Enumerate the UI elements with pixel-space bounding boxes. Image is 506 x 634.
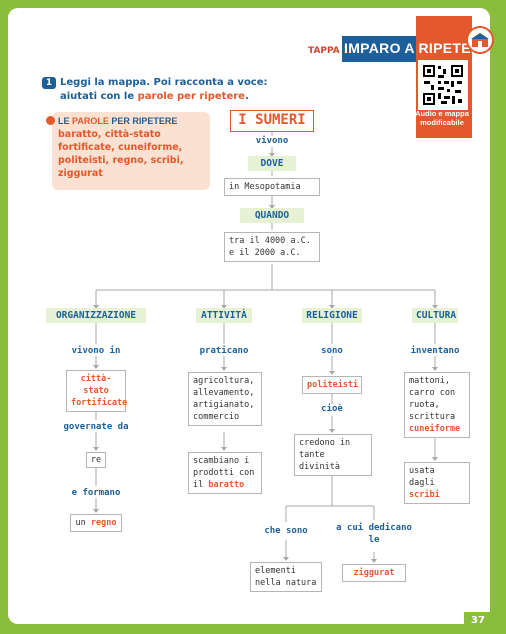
box-regno-a: un xyxy=(75,518,91,528)
parole-title: LE PAROLE PER RIPETERE xyxy=(58,116,178,126)
box-baratto: scambiano i prodotti con il baratto xyxy=(188,452,262,494)
box-mattoni-a: mattoni, carro con ruota, scrittura xyxy=(409,376,456,422)
box-mattoni: mattoni, carro con ruota, scrittura cune… xyxy=(404,372,470,438)
instruction-line1: Leggi la mappa. Poi racconta a voce: xyxy=(60,77,268,88)
box-regno-b: regno xyxy=(90,518,117,528)
instruction-end: . xyxy=(244,91,249,102)
label-attivita: ATTIVITÀ xyxy=(196,308,252,323)
label-religione: RELIGIONE xyxy=(302,308,362,323)
qr-caption: Audio e mappa modificabile xyxy=(415,109,469,127)
verb-inventano: inventano xyxy=(410,346,460,356)
box-elementi: elementi nella natura xyxy=(250,562,322,592)
box-divinita: credono in tante divinità xyxy=(294,434,372,476)
box-baratto-b: baratto xyxy=(208,480,245,490)
page: TAPPA 1 IMPARO A RIPETERE Audio e mappa … xyxy=(8,8,490,624)
bullet-icon xyxy=(46,116,55,125)
parole-per-ripetere-box: LE PAROLE PER RIPETERE baratto, città-st… xyxy=(46,112,210,190)
box-scribi-a: usata dagli xyxy=(409,466,435,488)
instruction-highlight: parole per ripetere xyxy=(137,91,245,102)
map-title: I SUMERI xyxy=(230,110,314,132)
page-number: 37 xyxy=(464,612,492,630)
instruction: 1 Leggi la mappa. Poi racconta a voce: ai… xyxy=(42,76,382,104)
label-dove: DOVE xyxy=(248,156,296,171)
box-citta-stato-line1: città-stato xyxy=(80,374,112,396)
label-organizzazione: ORGANIZZAZIONE xyxy=(46,308,146,323)
verb-che-sono: che sono xyxy=(264,526,308,536)
instruction-line2: aiutati con le xyxy=(60,91,138,102)
box-regno: un regno xyxy=(70,514,122,532)
header-title-part1: IMPARO A xyxy=(344,40,419,56)
box-dove: in Mesopotamia xyxy=(224,178,320,196)
verb-governate-da: governate da xyxy=(63,422,129,432)
box-politeisti: politeisti xyxy=(302,376,362,394)
tappa-label: TAPPA 1 xyxy=(308,46,350,56)
box-citta-stato: città-stato fortificate xyxy=(66,370,128,412)
verb-cioe: cioè xyxy=(321,404,343,414)
verb-praticano: praticano xyxy=(199,346,249,356)
box-mattoni-b: cuneiforme xyxy=(409,424,461,434)
box-ziggurat: ziggurat xyxy=(342,564,406,582)
box-quando-line2: e il 2000 a.C. xyxy=(229,248,301,258)
box-re: re xyxy=(86,452,106,468)
box-scribi: usata dagli scribi xyxy=(404,462,470,504)
box-baratto-a: scambiano i prodotti con il xyxy=(193,456,255,490)
box-quando: tra il 4000 a.C. e il 2000 a.C. xyxy=(224,232,320,262)
verb-vivono: vivono xyxy=(255,136,289,146)
instruction-number: 1 xyxy=(42,77,56,89)
box-ziggurat-text: ziggurat xyxy=(353,568,395,578)
box-scribi-b: scribi xyxy=(409,490,440,500)
box-quando-line1: tra il 4000 a.C. xyxy=(229,236,311,246)
qr-code-icon[interactable] xyxy=(418,60,468,110)
box-citta-stato-line2: fortificate xyxy=(71,398,128,408)
verb-a-cui-dedicano: a cui dedicano le xyxy=(336,523,412,545)
parole-words: baratto, città-stato fortificate, cuneif… xyxy=(58,129,184,179)
label-quando: QUANDO xyxy=(240,208,304,223)
publisher-logo xyxy=(466,26,494,54)
verb-vivono-in: vivono in xyxy=(71,346,121,356)
box-politeisti-text: politeisti xyxy=(307,380,359,390)
label-cultura: CULTURA xyxy=(412,308,458,323)
verb-e-formano: e formano xyxy=(71,488,121,498)
verb-sono: sono xyxy=(321,346,343,356)
map-connectors xyxy=(93,132,438,563)
box-agricoltura: agricoltura, allevamento, artigianato, c… xyxy=(188,372,262,426)
